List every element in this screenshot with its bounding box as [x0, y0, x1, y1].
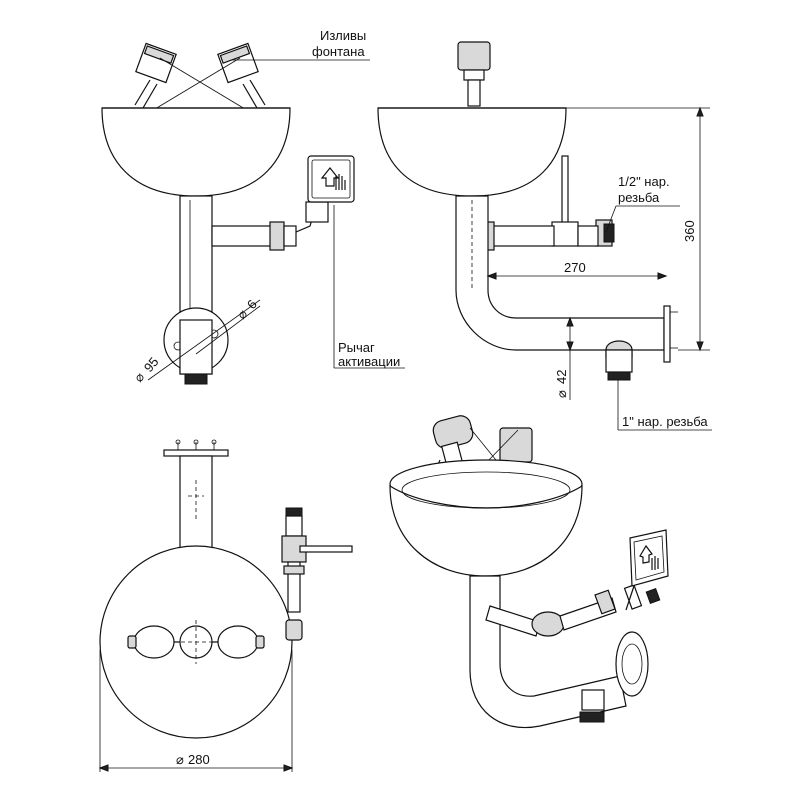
side-view [377, 41, 678, 381]
side-drain-pipe [455, 195, 665, 351]
svg-text:270: 270 [564, 260, 586, 275]
pipe-diameter-dim: ⌀ 42 [554, 316, 574, 400]
thread-half-label-line1: 1/2" нар. [618, 174, 670, 189]
front-lever-plate [305, 155, 355, 223]
side-bowl [377, 107, 567, 197]
front-bowl [101, 107, 291, 197]
thread-half-label-line2: резьба [618, 190, 660, 205]
svg-text:⌀: ⌀ [176, 752, 184, 767]
lever-label-line2: активации [338, 354, 400, 369]
lever-label-line1: Рычаг [338, 340, 375, 355]
left-spout [134, 42, 177, 109]
depth-dim: 270 [486, 260, 668, 280]
right-spout [217, 42, 266, 109]
spouts-label-line1: Изливы [320, 28, 366, 43]
svg-text:⌀: ⌀ [131, 369, 148, 385]
top-spouts [127, 620, 265, 664]
svg-text:42: 42 [554, 370, 569, 384]
front-view [101, 42, 355, 385]
height-dim: 360 [566, 106, 710, 352]
front-thread [184, 373, 208, 385]
hand-push-icon [320, 167, 346, 190]
top-view: ⌀ 280 [98, 439, 353, 772]
iso-lever-plate [625, 529, 669, 611]
svg-text:⌀: ⌀ [554, 390, 569, 398]
iso-view [389, 415, 669, 729]
svg-text:95: 95 [141, 354, 162, 375]
bowl-diameter-dim: 280 [188, 752, 210, 767]
thread-one-label: 1" нар. резьба [622, 414, 708, 429]
svg-text:360: 360 [682, 220, 697, 242]
flange-diameter-dim: ⌀ 95 [131, 354, 162, 385]
hand-push-icon [639, 544, 659, 570]
spouts-label-line2: фонтана [312, 44, 365, 59]
front-flange [163, 307, 229, 375]
